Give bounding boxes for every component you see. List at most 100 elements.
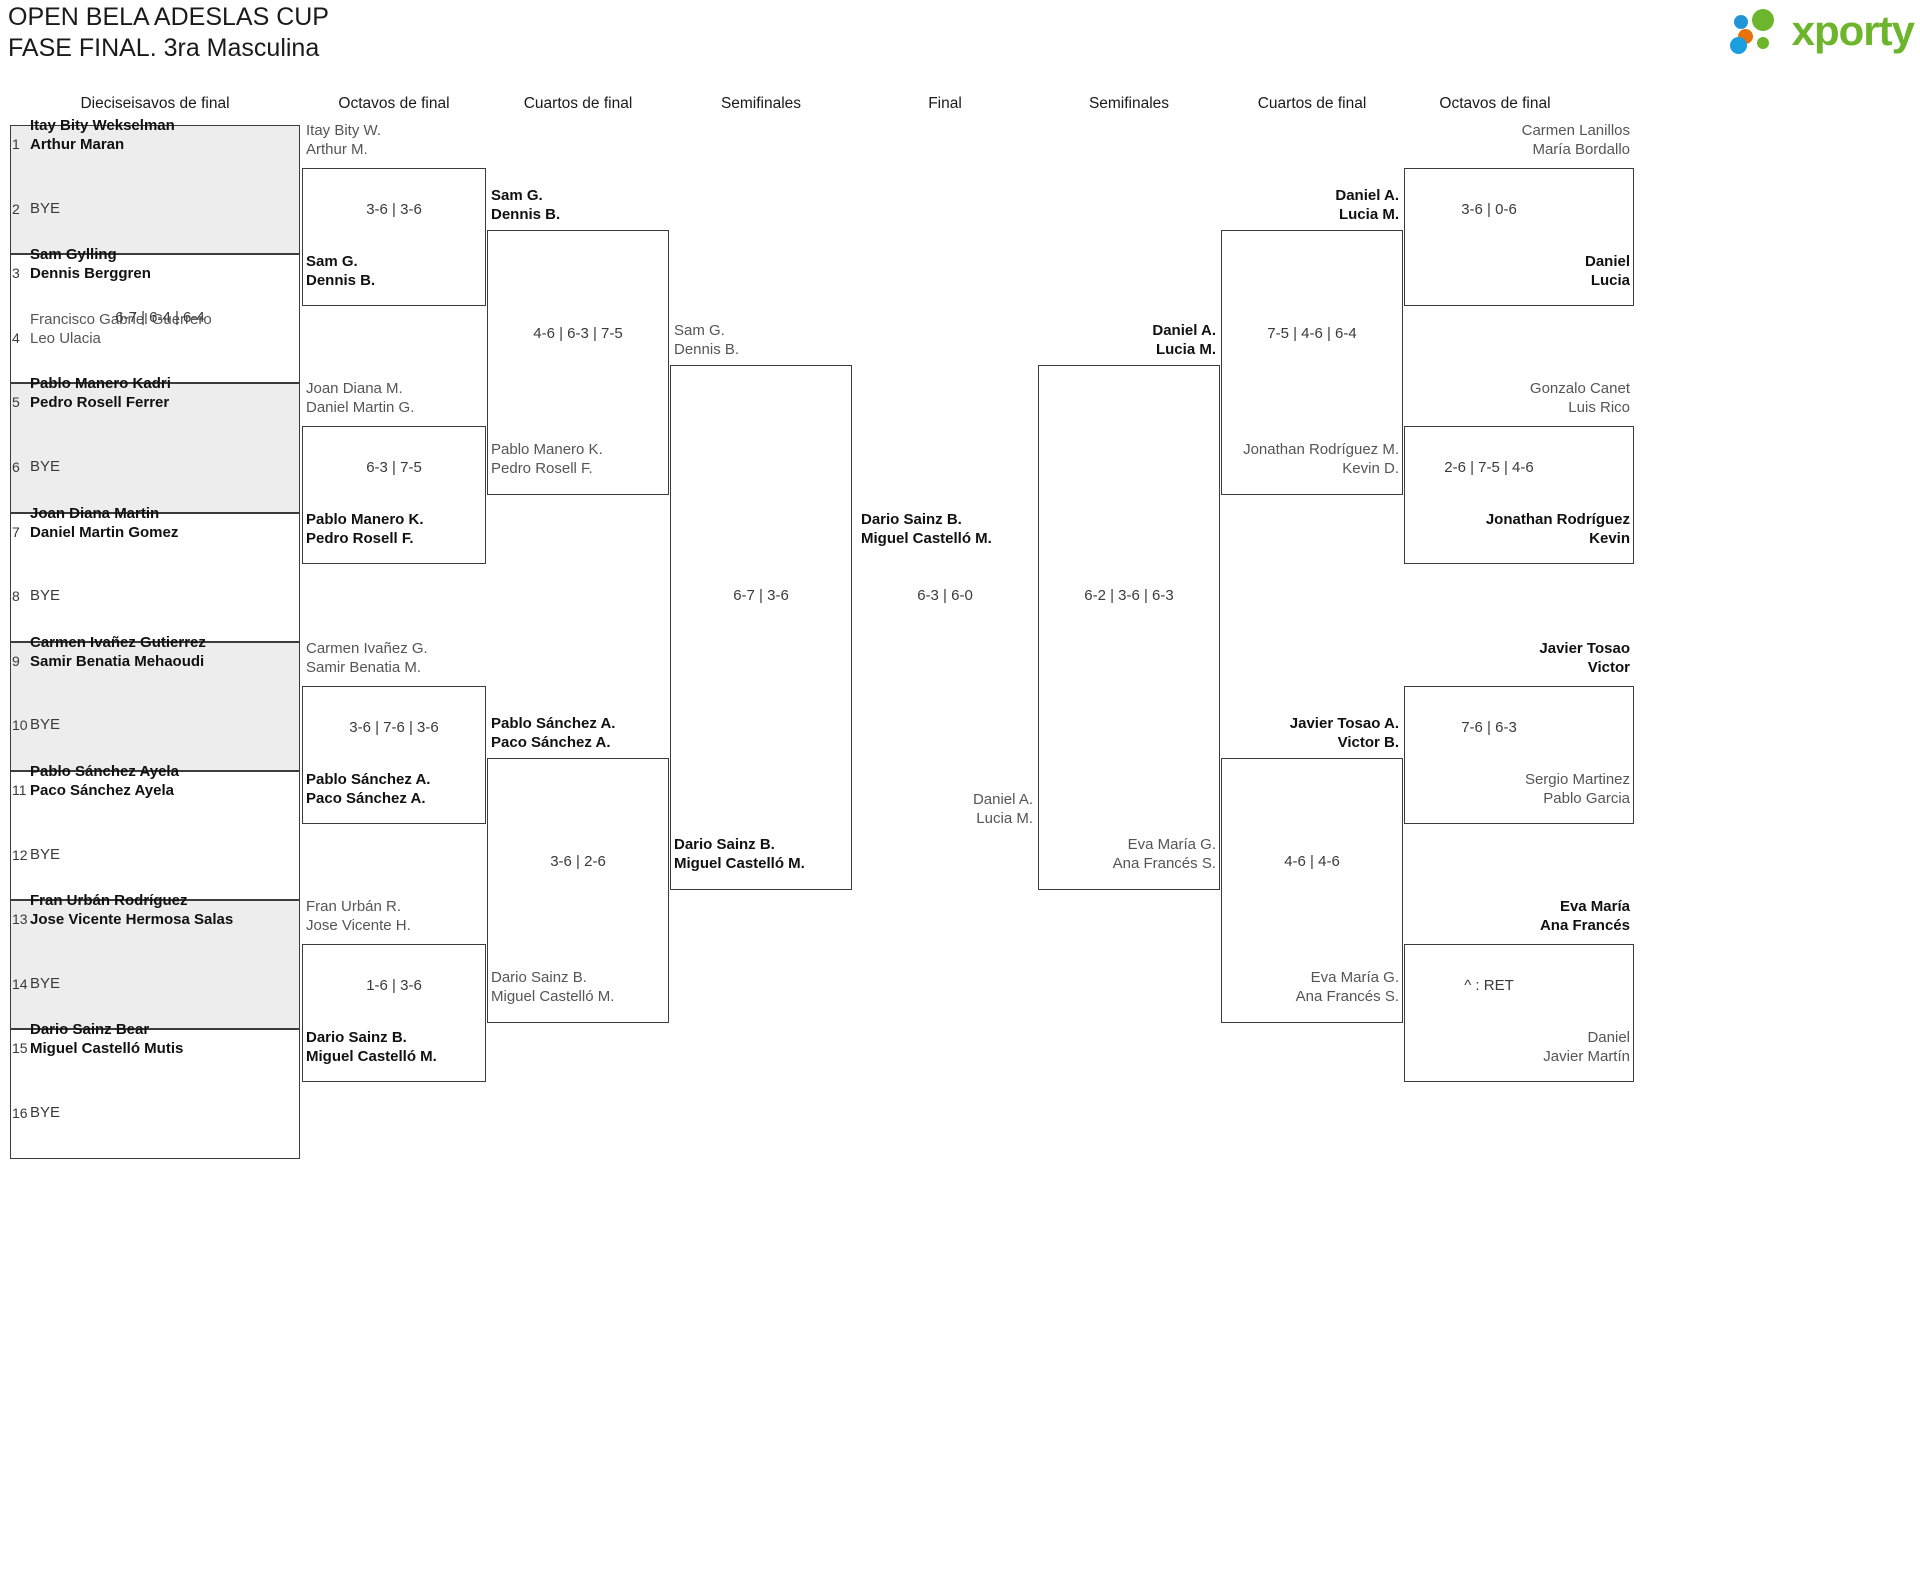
player-name-1: Carmen Ivañez Gutierrez <box>30 633 206 651</box>
player-name-2: Samir Benatia M. <box>306 659 422 676</box>
player-name-1: Joan Diana M. <box>306 380 403 397</box>
player-name-1: Daniel A. <box>1335 187 1399 204</box>
octavos-left-box-4 <box>302 944 486 1082</box>
player-name-1: Jonathan Rodríguez M. <box>1243 441 1399 458</box>
octavos-right-box-1 <box>1404 168 1634 306</box>
octavos-right-score-1: 3-6 | 0-6 <box>1461 201 1517 218</box>
round-header-1: Octavos de final <box>338 95 450 112</box>
octavos-left-winner-3: Pablo Sánchez A. Paco Sánchez A. <box>306 770 482 808</box>
cuartos-right-box-1 <box>1221 230 1403 495</box>
round-header-3: Semifinales <box>720 95 802 112</box>
seed-number-9: 9 <box>12 652 20 669</box>
player-name-1: Eva María G. <box>1127 836 1216 853</box>
player-name-1: Daniel A. <box>1152 322 1216 339</box>
player-name-1: Pablo Sánchez A. <box>491 715 616 732</box>
seed-number-14: 14 <box>12 975 28 992</box>
octavos-right-score-3: 7-6 | 6-3 <box>1461 719 1517 736</box>
player-name-2: Paco Sánchez A. <box>491 734 611 751</box>
cuartos-left-box-2 <box>487 758 669 1023</box>
octavos-left-box-2 <box>302 426 486 564</box>
player-name-1: Dario Sainz Bear <box>30 1021 150 1039</box>
player-name-1: Daniel <box>1584 253 1630 270</box>
player-name-1: Sam G. <box>674 322 725 339</box>
player-name-1: Sam G. <box>306 253 358 270</box>
round-header-2: Cuartos de final <box>523 95 633 112</box>
cuartos-right-top-1: Daniel A.Lucia M. <box>1225 186 1399 224</box>
seed-number-11: 11 <box>12 782 27 798</box>
seed-bye-14: BYE <box>30 974 61 992</box>
cuartos-right-bot-1: Jonathan Rodríguez M. Kevin D. <box>1225 440 1399 478</box>
player-name-1: Dario Sainz B. <box>674 836 775 853</box>
logo-dots-icon <box>1729 9 1788 54</box>
octavos-left-box-1 <box>302 168 486 306</box>
player-name-2: Pedro Rosell F. <box>306 530 414 547</box>
cuartos-right-top-2: Javier Tosao A.Victor B. <box>1225 714 1399 752</box>
octavos-right-score-4: ^ : RET <box>1464 977 1514 994</box>
semi-left-top: Sam G. Dennis B. <box>674 321 848 359</box>
player-name-2: Lucia M. <box>976 810 1033 827</box>
player-name-1: Fran Urbán R. <box>306 898 402 915</box>
player-name-2: Paco Sánchez A. <box>306 790 426 807</box>
player-name-1: Sergio Martinez <box>1524 771 1630 788</box>
seed-bye-10: BYE <box>30 716 61 734</box>
cuartos-left-score-1: 4-6 | 6-3 | 7-5 <box>533 325 623 342</box>
player-name-2: Pedro Rosell F. <box>491 460 593 477</box>
seed-pair-box-6 <box>10 771 300 901</box>
player-name-2: Kevin D. <box>1342 460 1399 477</box>
seed-number-12: 12 <box>12 846 28 863</box>
player-name-1: Itay Bity Wekselman <box>30 117 175 134</box>
cuartos-right-score-2: 4-6 | 4-6 <box>1284 853 1340 870</box>
player-name-2: Miguel Castelló M. <box>306 1048 437 1065</box>
semi-left-box <box>670 365 852 890</box>
seed-number-3: 3 <box>12 265 20 282</box>
player-name-2: Dennis B. <box>306 272 376 289</box>
player-name-1: Fran Urbán Rodríguez <box>30 892 188 910</box>
player-name-2: Miguel Castelló M. <box>861 530 992 547</box>
seed-number-6: 6 <box>12 459 20 475</box>
seed-number-5: 5 <box>12 394 20 411</box>
octavos-left-winner-4: Dario Sainz B.Miguel Castelló M. <box>306 1028 482 1066</box>
octavos-right-box-4 <box>1404 944 1634 1082</box>
player-name-1: Eva María G. <box>1310 969 1399 986</box>
player-name-2: Kevin <box>1589 530 1630 547</box>
player-name-2: Arthur Maran <box>30 136 125 153</box>
semi-right-score: 6-2 | 3-6 | 6-3 <box>1084 587 1174 604</box>
seed-number-15: 15 <box>12 1040 28 1057</box>
player-name-1: Francisco Gabriel Guerrero <box>30 310 212 328</box>
octavos-left-score-1: 3-6 | 3-6 <box>366 201 422 218</box>
player-name-2: Miguel Castelló M. <box>491 988 615 1005</box>
seed-number-1: 1 <box>12 136 20 152</box>
player-name-2: Dennis B. <box>674 341 740 358</box>
player-name-1: Pablo Manero Kadri <box>30 375 171 393</box>
player-name-2: Luis Rico <box>1568 399 1630 416</box>
cuartos-right-box-2 <box>1221 758 1403 1023</box>
player-name-1: Pablo Sánchez A. <box>306 771 431 788</box>
player-name-1: Daniel A. <box>972 791 1033 808</box>
player-name-1: Sam G. <box>491 187 543 204</box>
title-line-2: FASE FINAL. 3ra Masculina <box>8 34 320 62</box>
octavos-left-loser-3: Carmen Ivañez G.Samir Benatia M. <box>306 639 482 677</box>
player-name-1: Eva María <box>1559 898 1630 915</box>
xporty-logo: xporty <box>1729 6 1915 56</box>
cuartos-left-bot-1: Pablo Manero K.Pedro Rosell F. <box>491 440 665 478</box>
octavos-right-score-2: 2-6 | 7-5 | 4-6 <box>1444 459 1534 476</box>
player-name-1: Pablo Manero K. <box>306 511 424 528</box>
seed-number-4: 4 <box>12 329 20 346</box>
octavos-left-score-4: 1-6 | 3-6 <box>366 977 422 994</box>
octavos-left-loser-4: Fran Urbán R. Jose Vicente H. <box>306 897 482 935</box>
player-name-1: Dario Sainz B. <box>861 511 962 528</box>
player-name-2: Jose Vicente H. <box>306 917 411 934</box>
player-name-2: Ana Francés S. <box>1295 988 1399 1005</box>
player-name-1: Jonathan Rodríguez <box>1485 511 1630 528</box>
round-header-4: Final <box>928 95 962 112</box>
seed-number-13: 13 <box>12 911 28 928</box>
final-score: 6-3 | 6-0 <box>917 587 973 604</box>
